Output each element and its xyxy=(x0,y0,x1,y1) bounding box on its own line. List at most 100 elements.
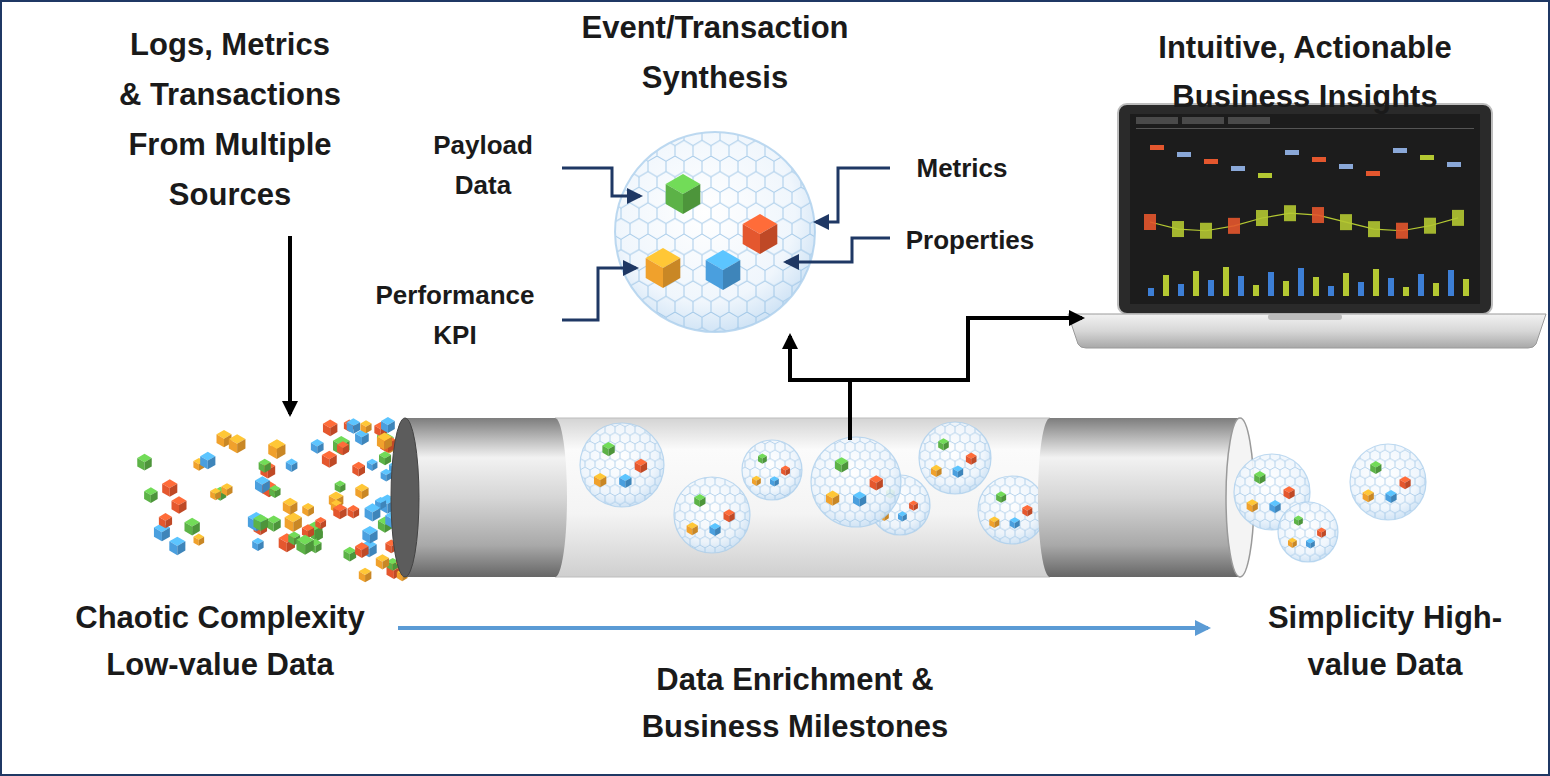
stage-label: Simplicity High-value Data xyxy=(1255,594,1515,688)
data-cube xyxy=(1010,517,1020,529)
data-cube xyxy=(996,491,1006,503)
data-cube xyxy=(898,511,907,521)
input-label: Payload Data xyxy=(418,125,548,205)
data-cube xyxy=(323,420,337,437)
data-cube xyxy=(635,459,647,473)
data-cube xyxy=(144,487,158,503)
process-label: Data Enrichment & Business Milestones xyxy=(625,656,965,750)
data-sphere xyxy=(674,477,750,553)
data-cube xyxy=(283,498,298,515)
data-cube xyxy=(770,476,779,486)
data-cube xyxy=(1288,538,1297,548)
data-cube xyxy=(646,248,681,288)
data-cube xyxy=(162,479,177,496)
data-cube xyxy=(229,434,246,453)
data-cube xyxy=(348,505,360,518)
data-cube xyxy=(376,554,389,569)
input-label: Properties xyxy=(895,220,1045,260)
data-cube xyxy=(1022,505,1032,517)
data-cube xyxy=(172,496,187,513)
flow-arrow xyxy=(562,268,636,320)
data-cube xyxy=(269,485,280,498)
data-cube xyxy=(352,462,365,477)
data-cube xyxy=(1317,528,1326,538)
flow-arrow xyxy=(850,318,1080,380)
data-cube xyxy=(1385,490,1396,503)
data-cube xyxy=(137,454,151,471)
data-cube xyxy=(1284,486,1295,499)
data-cube xyxy=(311,439,324,454)
data-cube xyxy=(758,454,767,464)
data-cube xyxy=(909,501,918,511)
data-cube xyxy=(255,476,270,493)
data-cube xyxy=(333,504,346,519)
data-sphere xyxy=(615,132,815,332)
data-cube xyxy=(343,547,356,562)
data-cube xyxy=(379,451,391,465)
data-cube xyxy=(355,484,368,499)
data-cube xyxy=(870,475,883,490)
data-cube xyxy=(253,514,268,531)
input-label: Metrics xyxy=(897,148,1027,188)
data-sphere xyxy=(811,437,901,527)
data-cube xyxy=(1370,461,1381,474)
data-cube xyxy=(694,494,705,507)
data-sphere xyxy=(1234,454,1310,530)
data-cube xyxy=(159,513,172,528)
data-cube xyxy=(252,538,263,551)
data-cube xyxy=(169,537,185,556)
data-cube xyxy=(210,488,221,500)
data-cube xyxy=(1306,538,1315,548)
data-cube xyxy=(347,418,360,434)
data-cube xyxy=(706,250,741,290)
data-sphere xyxy=(742,440,802,500)
pipeline xyxy=(391,418,1254,577)
flow-arrow xyxy=(288,236,292,414)
node-heading: Intuitive, Actionable Business Insights xyxy=(1140,23,1470,121)
stage-label: Chaotic Complexity Low-value Data xyxy=(55,594,385,688)
data-cube xyxy=(938,438,949,450)
flow-arrow xyxy=(562,168,640,196)
data-sphere xyxy=(919,422,991,494)
input-label: Performance KPI xyxy=(365,275,545,355)
data-cube xyxy=(377,433,392,450)
data-cube xyxy=(335,480,346,492)
data-cube xyxy=(381,469,392,482)
data-cube xyxy=(931,465,942,477)
data-cube xyxy=(1294,516,1303,526)
data-cube xyxy=(286,459,298,472)
data-cube xyxy=(619,474,631,488)
synthesis-sphere: Event/Transaction Synthesis xyxy=(560,3,870,107)
flow-arrow xyxy=(786,238,890,262)
data-cube xyxy=(302,503,314,517)
data-cube xyxy=(360,420,371,433)
data-sphere xyxy=(580,423,664,507)
data-cube xyxy=(1400,476,1411,489)
data-cube xyxy=(285,512,302,532)
data-cube xyxy=(853,491,866,506)
data-cube xyxy=(781,466,790,476)
data-cube xyxy=(1254,471,1265,484)
flow-arrow xyxy=(790,336,850,440)
data-cube xyxy=(966,453,977,465)
data-sphere xyxy=(1278,502,1338,562)
data-cube xyxy=(221,483,232,496)
data-cube xyxy=(687,522,698,535)
data-cube xyxy=(267,515,281,531)
data-sphere xyxy=(1350,444,1426,520)
data-cube xyxy=(594,473,606,487)
laptop-dashboard xyxy=(1068,104,1546,348)
data-cube xyxy=(743,214,778,254)
node-heading: Event/Transaction Synthesis xyxy=(560,3,870,103)
data-cube xyxy=(835,457,848,472)
data-cube xyxy=(362,526,377,544)
data-cube xyxy=(381,417,395,433)
data-cube xyxy=(359,568,372,583)
data-cube xyxy=(355,542,368,558)
insights-laptop: Intuitive, Actionable Business Insights xyxy=(1140,23,1470,125)
data-cube xyxy=(1247,499,1258,512)
data-cube xyxy=(268,439,285,459)
data-cube xyxy=(259,459,271,473)
